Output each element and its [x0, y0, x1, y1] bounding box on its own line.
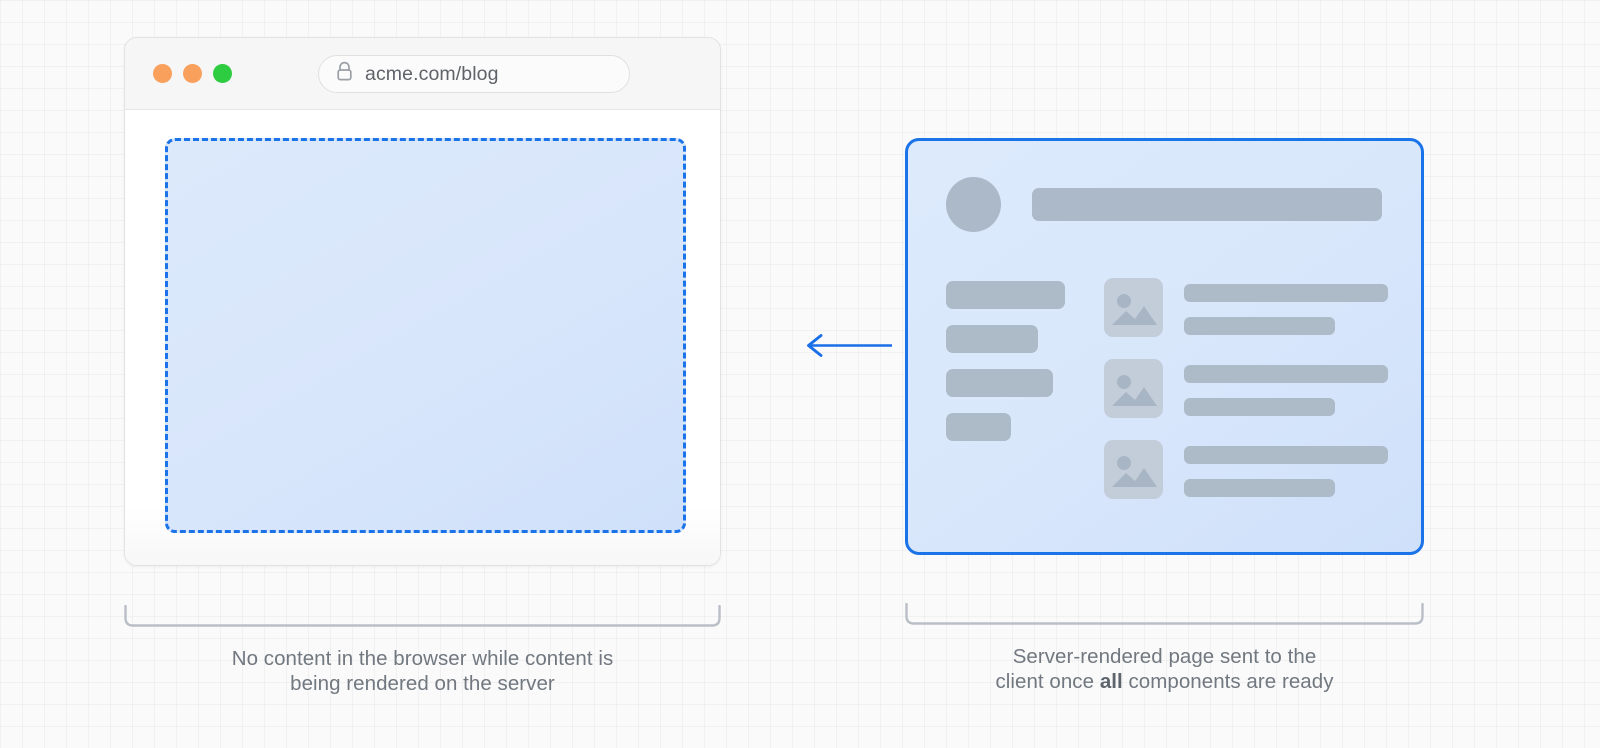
list-item: [1104, 359, 1388, 418]
browser-viewport: [125, 110, 720, 565]
maximize-dot[interactable]: [213, 64, 232, 83]
list-item: [1104, 278, 1388, 337]
list-item-line: [1184, 284, 1388, 302]
image-placeholder-icon: [1104, 440, 1163, 499]
arrow-left-icon: [800, 330, 894, 362]
avatar: [946, 177, 1001, 232]
sidebar-skeleton: [946, 278, 1104, 499]
traffic-lights: [153, 64, 232, 83]
address-bar[interactable]: acme.com/blog: [318, 55, 630, 93]
browser-window: acme.com/blog: [124, 37, 721, 566]
left-bracket: [124, 604, 721, 627]
url-text: acme.com/blog: [365, 62, 499, 85]
close-dot[interactable]: [153, 64, 172, 83]
right-caption-part1: client once: [995, 670, 1100, 693]
server-rendered-card: [905, 138, 1424, 555]
sidebar-bar: [946, 369, 1053, 397]
list-item-line: [1184, 317, 1335, 335]
list-item-line: [1184, 479, 1335, 497]
right-caption-part2: components are ready: [1122, 670, 1334, 693]
sidebar-bar: [946, 325, 1038, 353]
sidebar-bar: [946, 413, 1011, 441]
lock-icon: [335, 61, 354, 87]
content-list-skeleton: [1104, 278, 1388, 499]
right-bracket: [905, 602, 1424, 625]
right-caption-emphasis: all: [1099, 670, 1123, 693]
left-caption: No content in the browser while content …: [124, 646, 721, 696]
image-placeholder-icon: [1104, 359, 1163, 418]
card-header: [946, 177, 1382, 232]
list-item-lines: [1184, 278, 1388, 335]
right-caption-line1: Server-rendered page sent to the: [1012, 645, 1317, 668]
card-body: [946, 278, 1388, 499]
browser-chrome: acme.com/blog: [125, 38, 720, 110]
right-caption: Server-rendered page sent to the client …: [905, 644, 1424, 694]
minimize-dot[interactable]: [183, 64, 202, 83]
header-title-skeleton: [1032, 188, 1382, 221]
list-item-lines: [1184, 359, 1388, 416]
list-item-line: [1184, 398, 1335, 416]
left-caption-line2: being rendered on the server: [290, 672, 555, 695]
list-item-line: [1184, 446, 1388, 464]
list-item-line: [1184, 365, 1388, 383]
left-caption-line1: No content in the browser while content …: [231, 647, 614, 670]
sidebar-bar: [946, 281, 1065, 309]
list-item: [1104, 440, 1388, 499]
list-item-lines: [1184, 440, 1388, 497]
empty-content-placeholder: [165, 138, 686, 533]
right-caption-line2: client once all components are ready: [905, 669, 1424, 694]
image-placeholder-icon: [1104, 278, 1163, 337]
